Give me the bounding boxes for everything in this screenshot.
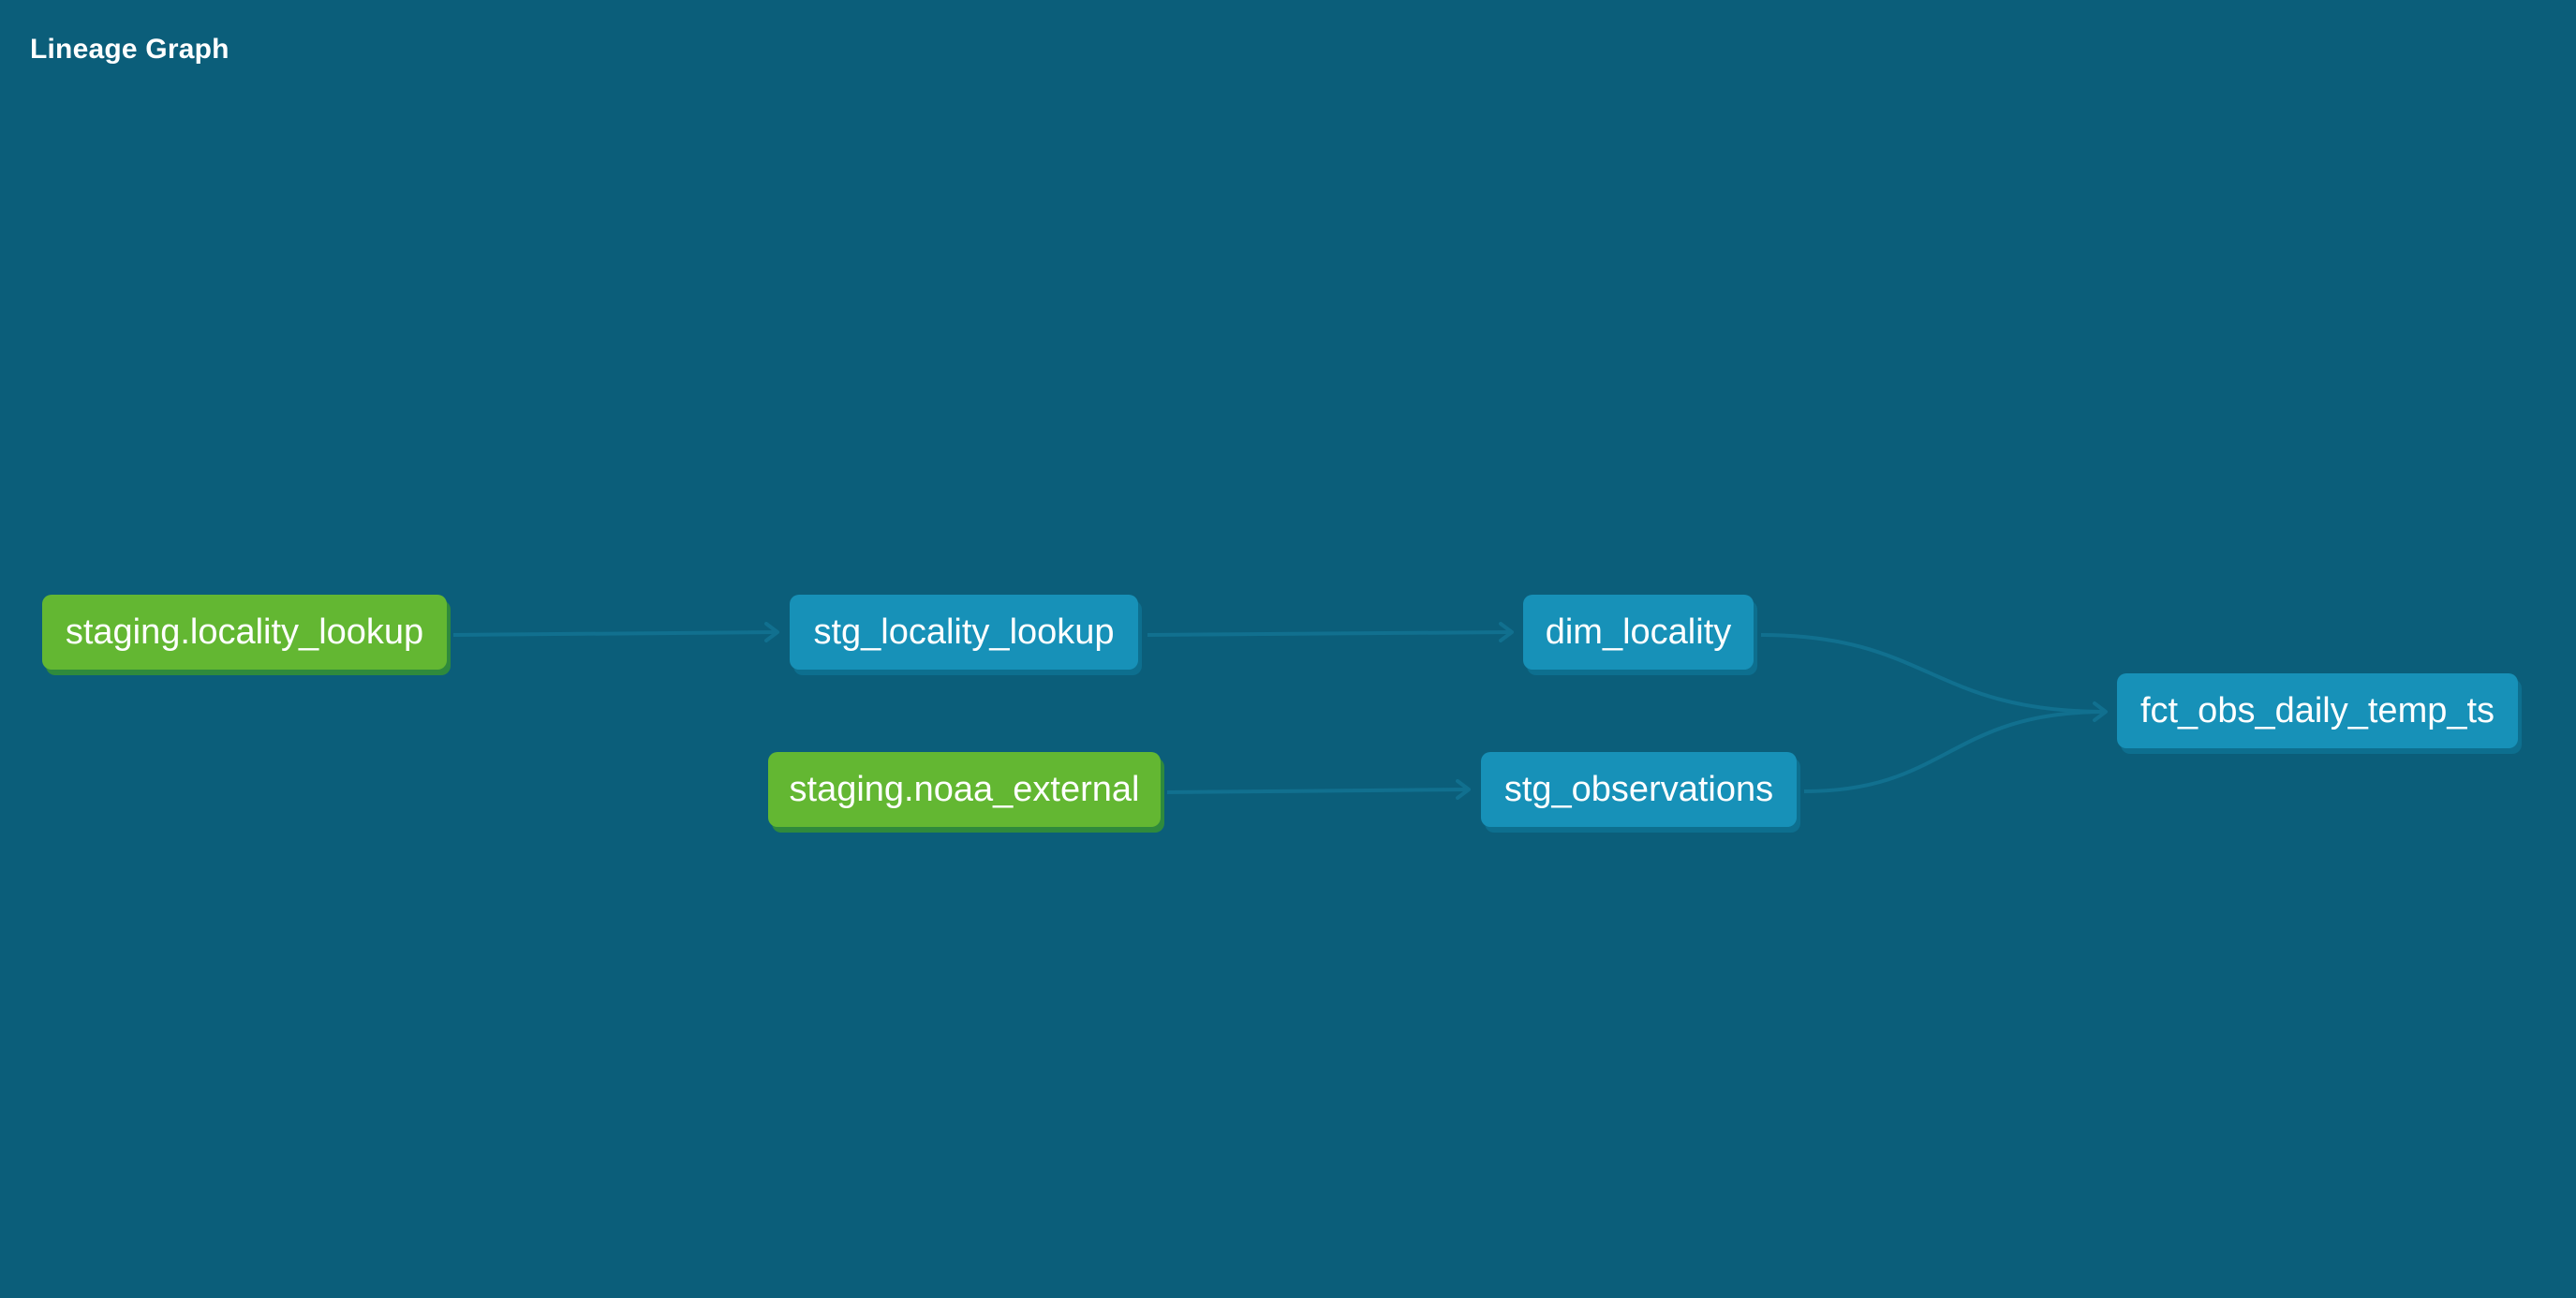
edge-staging-noaa-external-to-stg-observations (1166, 779, 1471, 800)
edge-stg-observations-to-fct-obs-daily-temp-ts (1803, 701, 2108, 793)
node-staging-noaa-external[interactable]: staging.noaa_external (768, 752, 1161, 827)
node-stg-observations[interactable]: stg_observations (1481, 752, 1797, 827)
edge-stg-locality-lookup-to-dim-locality (1147, 622, 1514, 642)
node-dim-locality[interactable]: dim_locality (1523, 595, 1754, 670)
node-fct-obs-daily-temp-ts[interactable]: fct_obs_daily_temp_ts (2117, 673, 2518, 748)
node-staging-locality-lookup[interactable]: staging.locality_lookup (42, 595, 447, 670)
page-title: Lineage Graph (30, 34, 229, 65)
node-stg-locality-lookup[interactable]: stg_locality_lookup (790, 595, 1138, 670)
edge-staging-locality-lookup-to-stg-locality-lookup (452, 622, 779, 642)
edge-dim-locality-to-fct-obs-daily-temp-ts (1760, 633, 2107, 714)
